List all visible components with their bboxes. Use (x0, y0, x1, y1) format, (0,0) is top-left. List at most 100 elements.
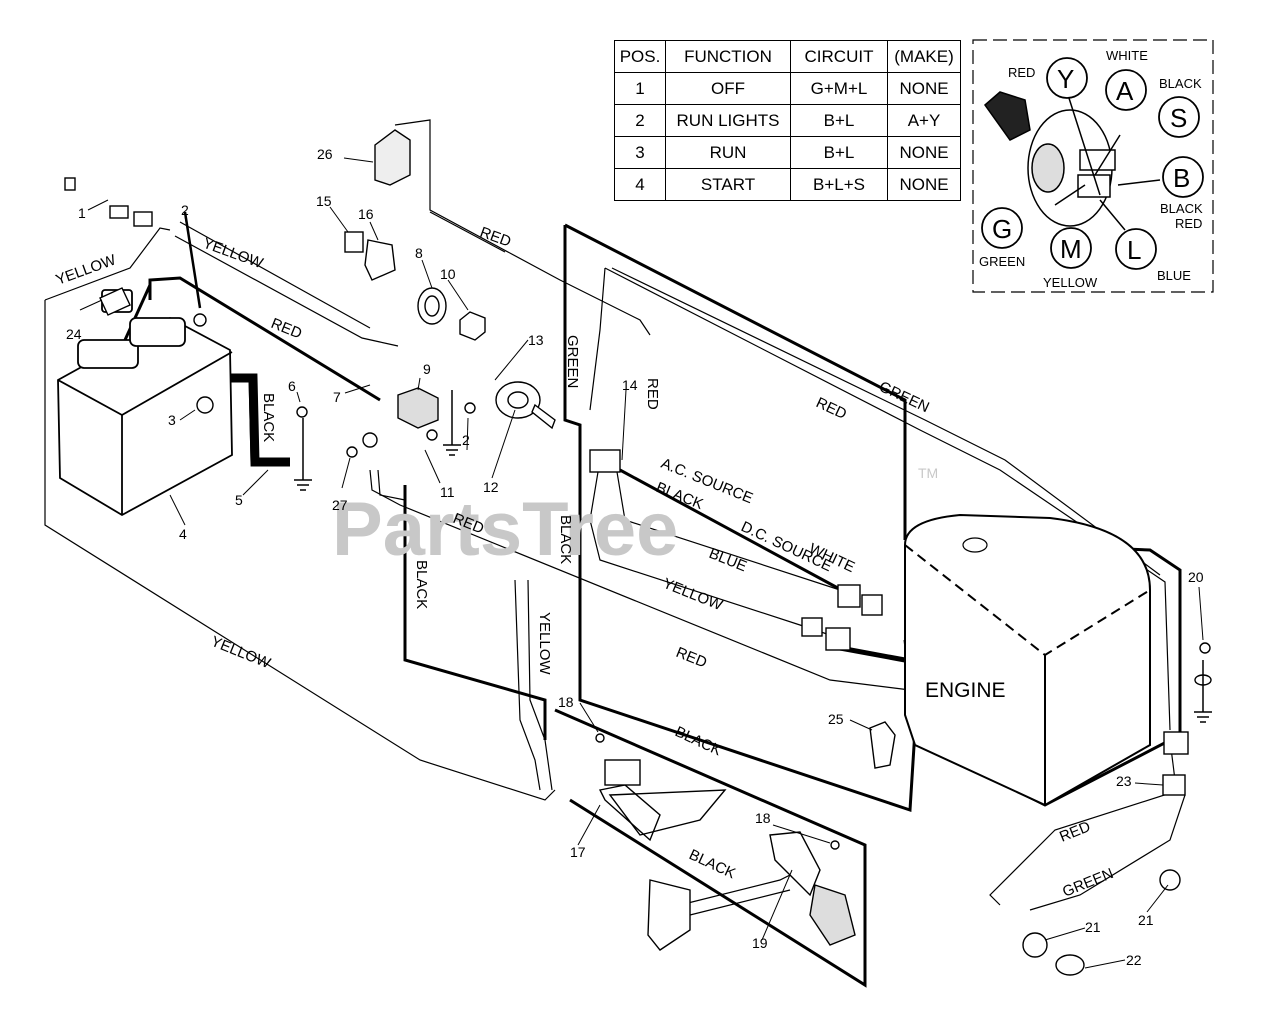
table-cell: NONE (887, 136, 961, 169)
wire-label-blue: BLUE (707, 545, 750, 575)
engine-label: ENGINE (925, 679, 1006, 702)
wire-label-red: RED (674, 644, 710, 672)
part-number: 27 (332, 497, 348, 513)
wire-label-yellow: YELLOW (54, 251, 119, 289)
switch-inset-frame (972, 39, 1214, 293)
terminal-color: WHITE (1106, 48, 1148, 63)
part-number: 8 (415, 245, 423, 261)
part-number: 23 (1116, 773, 1132, 789)
wire-label-black: BLACK (672, 723, 724, 759)
wire-label-green: GREEN (1060, 865, 1116, 901)
table-header: POS. (614, 40, 666, 73)
part-number: 7 (333, 389, 341, 405)
wire-label-black: BLACK (557, 515, 574, 564)
part-number: 13 (528, 332, 544, 348)
wire-label-white: WHITE (806, 540, 857, 576)
part-number: 3 (168, 412, 176, 428)
part-number: 18 (558, 694, 574, 710)
terminal-letter: B (1173, 163, 1190, 193)
table-cell: RUN LIGHTS (665, 104, 791, 137)
part-number: 14 (622, 377, 638, 393)
table-cell: NONE (887, 72, 961, 105)
part-number: 15 (316, 193, 332, 209)
wire-label-red: RED (269, 315, 305, 343)
wire-label-red: RED (813, 394, 849, 423)
table-cell: B+L (790, 136, 888, 169)
terminal-letter: S (1170, 103, 1187, 133)
part-number: 2 (462, 432, 470, 448)
part-number: 12 (483, 479, 499, 495)
wire-label-black: BLACK (413, 560, 430, 609)
table-cell: RUN (665, 136, 791, 169)
table-header: FUNCTION (665, 40, 791, 73)
table-cell: B+L (790, 104, 888, 137)
table-cell: 1 (614, 72, 666, 105)
watermark-text: PartsTree (332, 487, 678, 572)
terminal-letter: M (1060, 234, 1082, 264)
part-number: 22 (1126, 952, 1142, 968)
terminal-letter: A (1116, 76, 1134, 106)
part-number: 24 (66, 326, 82, 342)
table-row: 2 RUN LIGHTS B+L A+Y (614, 104, 961, 137)
table-cell: A+Y (887, 104, 961, 137)
table-cell: 2 (614, 104, 666, 137)
ground-symbols (294, 390, 1212, 723)
part-numbers: 1 2 3 4 5 6 7 8 9 10 11 12 13 14 15 16 1… (66, 146, 1204, 968)
engine-block (904, 513, 1151, 807)
leader-2-thick (183, 211, 202, 309)
wire-label-yellow: YELLOW (661, 575, 726, 614)
switch-position-table: POS. FUNCTION CIRCUIT (MAKE) 1 OFF G+M+L… (614, 40, 961, 201)
terminal-letter: G (992, 214, 1012, 244)
table-row: 3 RUN B+L NONE (614, 136, 961, 169)
table-cell: OFF (665, 72, 791, 105)
table-cell: G+M+L (790, 72, 888, 105)
terminal-color: RED (1008, 65, 1035, 80)
battery-black-cable (218, 373, 290, 467)
wire-label-black: BLACK (260, 393, 277, 442)
wire-label-yellow: YELLOW (201, 235, 266, 273)
part-number: 11 (440, 484, 455, 500)
terminal-color: YELLOW (1043, 275, 1098, 290)
part-number: 21 (1138, 912, 1154, 928)
switch-inset-drawing (983, 91, 1161, 231)
terminal-color: BLUE (1157, 268, 1191, 283)
switch-terminals: Y RED A WHITE S BLACK B BLACK RED G GREE… (979, 48, 1204, 290)
components (64, 129, 1212, 976)
part-number: 5 (235, 492, 243, 508)
terminal-color: BLACK (1160, 201, 1203, 216)
terminal-color: GREEN (979, 254, 1025, 269)
part-number: 6 (288, 378, 296, 394)
part-number: 4 (179, 526, 187, 542)
watermark-tm: TM (918, 465, 938, 481)
part-number: 19 (752, 935, 768, 951)
part-number: 9 (423, 361, 431, 377)
part-number: 17 (570, 844, 586, 860)
part-number: 25 (828, 711, 844, 727)
wire-label-red: RED (644, 378, 661, 410)
part-number: 1 (78, 205, 86, 221)
table-header: (MAKE) (887, 40, 961, 73)
terminal-letter: Y (1057, 64, 1074, 94)
part-number: 16 (358, 206, 374, 222)
table-cell: NONE (887, 168, 961, 201)
terminal-color: RED (1175, 216, 1202, 231)
part-number: 21 (1085, 919, 1101, 935)
table-header-row: POS. FUNCTION CIRCUIT (MAKE) (614, 40, 961, 73)
wire-label-yellow: YELLOW (209, 633, 274, 672)
table-cell: 4 (614, 168, 666, 201)
table-header: CIRCUIT (790, 40, 888, 73)
wire-label-red: RED (1057, 818, 1093, 846)
table-cell: 3 (614, 136, 666, 169)
part-number: 10 (440, 266, 456, 282)
terminal-letter: L (1127, 235, 1141, 265)
table-row: 4 START B+L+S NONE (614, 168, 961, 201)
wire-label-yellow: YELLOW (536, 612, 553, 675)
part-number: 26 (317, 146, 333, 162)
table-cell: B+L+S (790, 168, 888, 201)
part-number: 2 (181, 202, 189, 218)
table-row: 1 OFF G+M+L NONE (614, 72, 961, 105)
wire-label-green: GREEN (564, 335, 581, 388)
part-number: 18 (755, 810, 771, 826)
table-cell: START (665, 168, 791, 201)
